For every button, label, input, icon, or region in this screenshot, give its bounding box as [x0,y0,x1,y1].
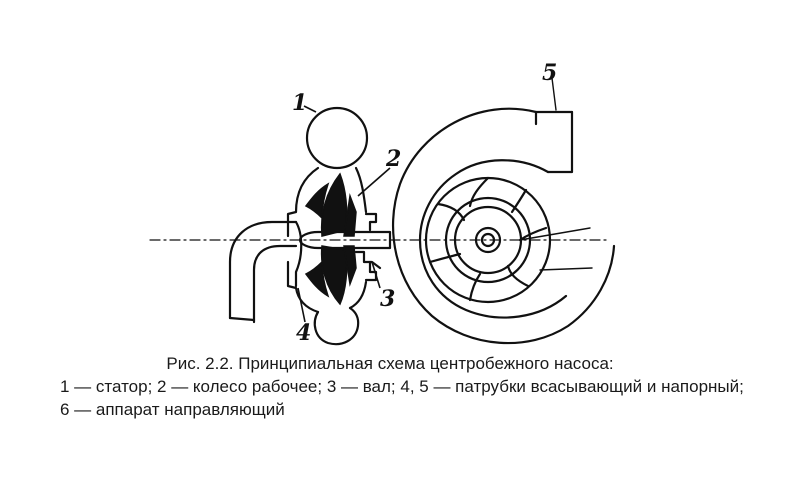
stator-bottom-bulb [313,306,360,346]
label-2: 2 [385,146,401,172]
shaft [298,230,392,250]
label-3: 3 [380,286,395,312]
impeller [304,172,357,306]
hub [474,226,502,254]
label-4: 4 [296,320,311,346]
suction-pipe [228,220,298,320]
impeller-outer-ring [444,196,532,284]
stator-top-bulb [305,106,369,170]
label-5: 5 [542,60,557,86]
caption-legend-line: 1 — статор; 2 — колесо рабочее; 3 — вал;… [60,377,744,396]
volute-casing [391,107,616,345]
figure-caption: Рис. 2.2. Принципиальная схема центробеж… [60,352,780,421]
caption-title: Рис. 2.2. Принципиальная схема центробеж… [166,354,614,373]
label-1: 1 [292,90,307,116]
caption-legend-line-2: 6 — аппарат направляющий [60,400,285,419]
casing-upper [286,166,320,238]
discharge-pipe [546,110,574,174]
